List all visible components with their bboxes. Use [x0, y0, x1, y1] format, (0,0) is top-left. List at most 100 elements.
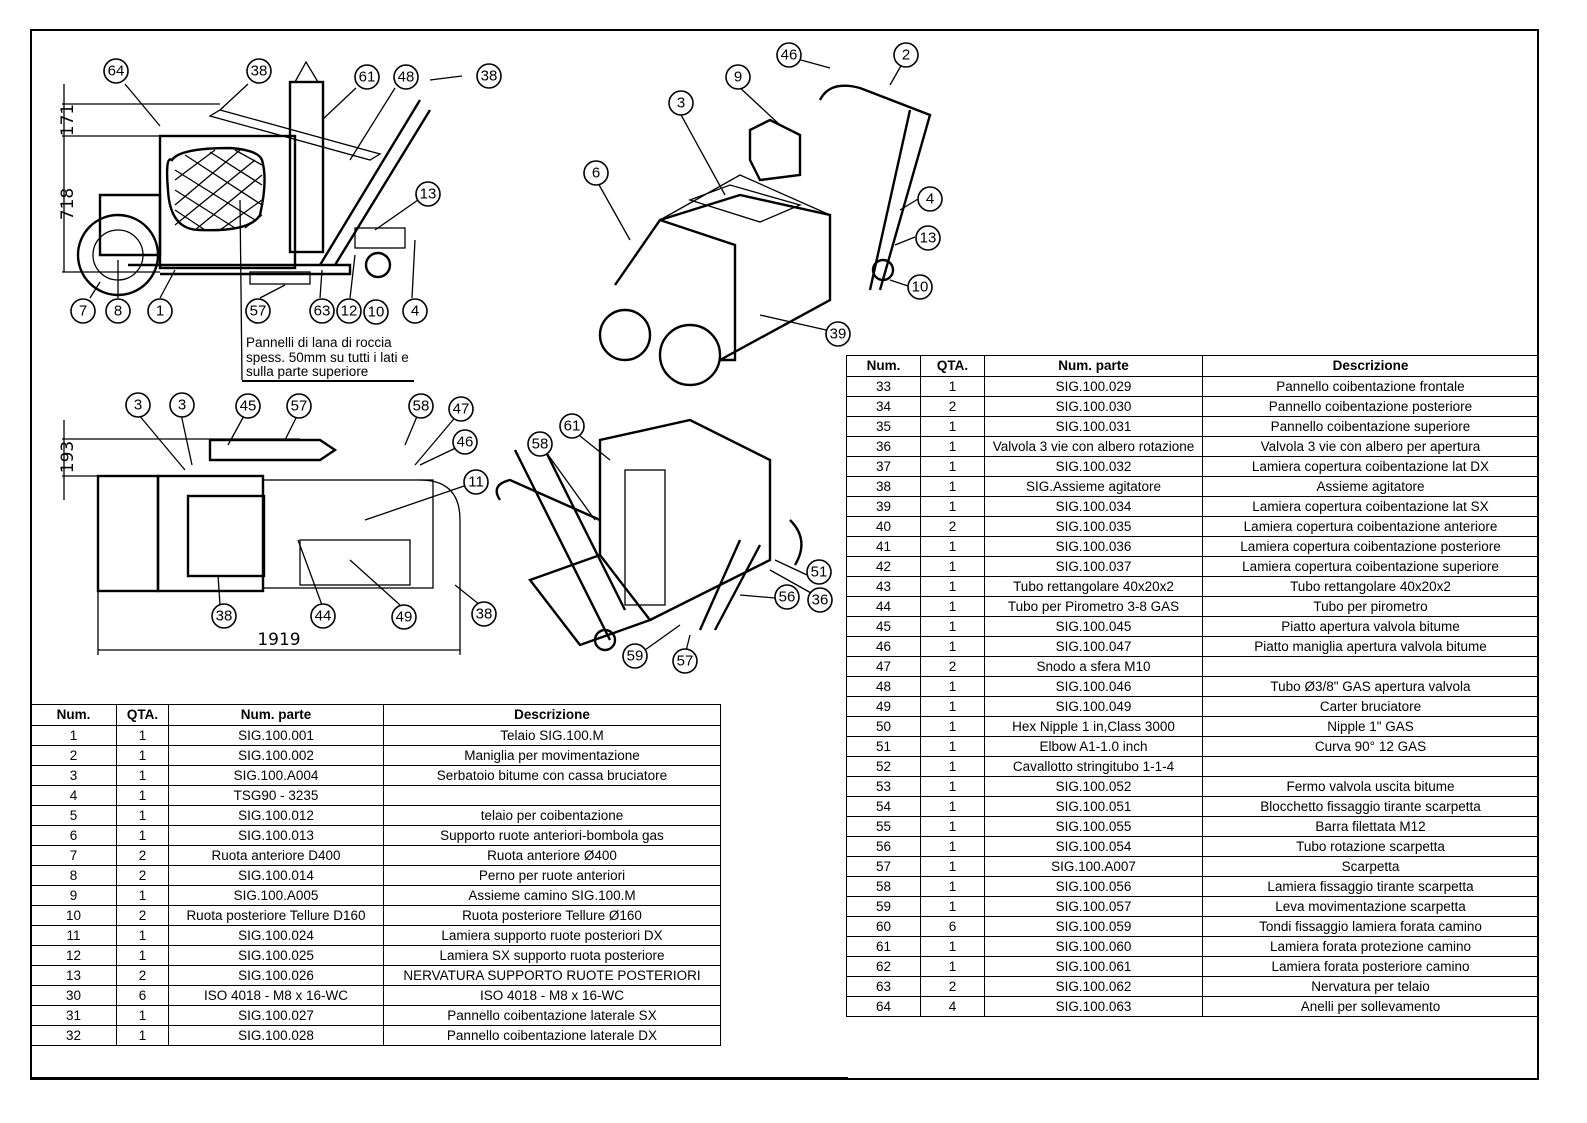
svg-text:39: 39 — [830, 326, 847, 343]
svg-text:56: 56 — [779, 589, 796, 606]
balloon-10[interactable]: 10 — [363, 299, 389, 325]
bom-cell-part: SIG.100.035 — [984, 516, 1203, 537]
svg-text:47: 47 — [453, 401, 470, 418]
balloon-3[interactable]: 3 — [169, 392, 195, 418]
balloon-13[interactable]: 13 — [415, 181, 441, 207]
bom-cell-qta: 1 — [920, 856, 985, 877]
bom-cell-num: 59 — [846, 896, 921, 917]
iso-view-2-drawing — [495, 418, 803, 652]
balloon-7[interactable]: 7 — [70, 298, 96, 324]
svg-text:4: 4 — [411, 303, 419, 320]
bom-cell-num: 32 — [30, 1025, 117, 1046]
balloon-38[interactable]: 38 — [471, 601, 497, 627]
balloon-61[interactable]: 61 — [559, 413, 585, 439]
balloon-12[interactable]: 12 — [336, 298, 362, 324]
bom-cell-desc: Leva movimentazione scarpetta — [1202, 896, 1539, 917]
bom-cell-qta: 2 — [920, 396, 985, 417]
iso-2-leaders — [545, 435, 821, 656]
bom-cell-qta: 1 — [920, 716, 985, 737]
balloon-46[interactable]: 46 — [776, 42, 802, 68]
balloon-46[interactable]: 46 — [452, 429, 478, 455]
bom-cell-desc: Pannello coibentazione laterale SX — [383, 1005, 721, 1026]
col-part: Num. parte — [984, 355, 1203, 377]
balloon-61[interactable]: 61 — [354, 64, 380, 90]
bom-cell-qta: 1 — [920, 496, 985, 517]
balloon-56[interactable]: 56 — [774, 584, 800, 610]
bom-cell-qta: 1 — [920, 636, 985, 657]
col-part: Num. parte — [168, 704, 384, 726]
side-leaders — [89, 75, 463, 381]
balloon-39[interactable]: 39 — [825, 321, 851, 347]
balloon-3[interactable]: 3 — [668, 90, 694, 116]
bom-cell-num: 34 — [846, 396, 921, 417]
balloon-4[interactable]: 4 — [917, 186, 943, 212]
bom-cell-num: 9 — [30, 885, 117, 906]
svg-text:3: 3 — [134, 397, 142, 414]
balloon-57[interactable]: 57 — [672, 648, 698, 674]
balloon-58[interactable]: 58 — [408, 393, 434, 419]
bom-cell-part: SIG.100.034 — [984, 496, 1203, 517]
balloon-59[interactable]: 59 — [622, 643, 648, 669]
bom-cell-desc: ISO 4018 - M8 x 16-WC — [383, 985, 721, 1006]
balloon-11[interactable]: 11 — [463, 469, 489, 495]
balloon-6[interactable]: 6 — [583, 160, 609, 186]
bom-cell-num: 62 — [846, 956, 921, 977]
bom-cell-desc: Barra filettata M12 — [1202, 816, 1539, 837]
bom-cell-qta: 1 — [920, 756, 985, 777]
balloon-9[interactable]: 9 — [725, 64, 751, 90]
bom-cell-desc: NERVATURA SUPPORTO RUOTE POSTERIORI — [383, 965, 721, 986]
balloon-57[interactable]: 57 — [245, 298, 271, 324]
balloon-1[interactable]: 1 — [147, 298, 173, 324]
balloon-2[interactable]: 2 — [893, 42, 919, 68]
bom-cell-desc: Pannello coibentazione frontale — [1202, 376, 1539, 397]
bom-header-row: Num. QTA. Num. parte Descrizione — [30, 704, 721, 726]
bom-cell-desc: Tubo rotazione scarpetta — [1202, 836, 1539, 857]
balloon-4[interactable]: 4 — [402, 298, 428, 324]
bom-cell-qta: 1 — [920, 476, 985, 497]
balloon-51[interactable]: 51 — [806, 559, 832, 585]
balloon-36[interactable]: 36 — [807, 587, 833, 613]
balloon-58[interactable]: 58 — [527, 431, 553, 457]
bom-cell-qta: 4 — [920, 996, 985, 1017]
bom-cell-part: SIG.100.026 — [168, 965, 384, 986]
bom-cell-desc: Fermo valvola uscita bitume — [1202, 776, 1539, 797]
bom-cell-qta: 1 — [116, 745, 169, 766]
balloon-13[interactable]: 13 — [915, 225, 941, 251]
svg-text:48: 48 — [398, 69, 415, 86]
svg-text:57: 57 — [291, 398, 308, 415]
bom-cell-part: SIG.100.063 — [984, 996, 1203, 1017]
balloon-38[interactable]: 38 — [211, 603, 237, 629]
balloon-38[interactable]: 38 — [246, 58, 272, 84]
balloon-38[interactable]: 38 — [476, 63, 502, 89]
bom-cell-qta: 1 — [920, 456, 985, 477]
balloon-10[interactable]: 10 — [907, 274, 933, 300]
balloon-3[interactable]: 3 — [125, 392, 151, 418]
bom-cell-desc: Tondi fissaggio lamiera forata camino — [1202, 916, 1539, 937]
svg-text:45: 45 — [240, 398, 257, 415]
balloon-64[interactable]: 64 — [103, 58, 129, 84]
bom-cell-part: Ruota posteriore Tellure D160 — [168, 905, 384, 926]
bom-cell-desc: Scarpetta — [1202, 856, 1539, 877]
bom-cell-qta: 1 — [116, 825, 169, 846]
balloon-48[interactable]: 48 — [393, 64, 419, 90]
top-balloons: 3 3 45 57 58 47 46 11 38 44 49 38 — [125, 392, 497, 630]
balloon-45[interactable]: 45 — [235, 393, 261, 419]
bom-cell-desc: Tubo per pirometro — [1202, 596, 1539, 617]
bom-cell-num: 10 — [30, 905, 117, 926]
balloon-47[interactable]: 47 — [448, 396, 474, 422]
svg-text:59: 59 — [627, 648, 644, 665]
bom-cell-qta: 1 — [116, 1005, 169, 1026]
balloon-63[interactable]: 63 — [309, 298, 335, 324]
bom-cell-num: 39 — [846, 496, 921, 517]
iso-1-balloons: 46 2 9 3 6 4 13 10 39 — [583, 42, 943, 347]
balloon-57[interactable]: 57 — [286, 393, 312, 419]
balloon-8[interactable]: 8 — [105, 298, 131, 324]
bom-cell-num: 40 — [846, 516, 921, 537]
balloon-44[interactable]: 44 — [310, 603, 336, 629]
balloon-49[interactable]: 49 — [391, 604, 417, 630]
